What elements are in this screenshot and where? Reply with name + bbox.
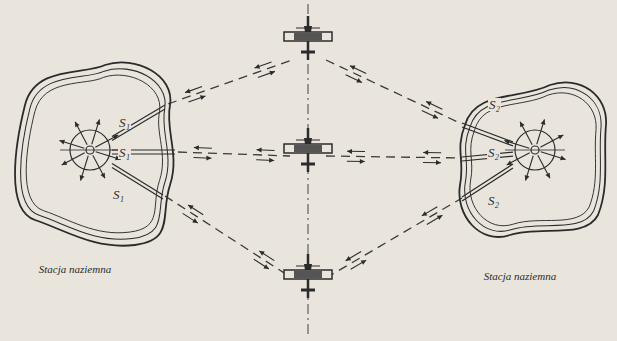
signal-path-label: S₁ [118, 146, 131, 159]
signal-path-label: S₁ [112, 188, 125, 201]
signal-path-label: S₂ [487, 194, 500, 207]
station-outline [450, 75, 615, 287]
ground-station: Stacja naziemna [450, 75, 615, 287]
station-caption: Stacja naziemna [37, 263, 113, 275]
station-outline [5, 45, 185, 281]
signal-path-label: S₁ [118, 116, 131, 129]
signal-path-label: S₂ [488, 98, 501, 111]
signal-path-label: S₂ [487, 146, 500, 159]
station-caption: Stacja naziemna [482, 270, 558, 282]
ground-station: Stacja naziemna [5, 45, 185, 281]
